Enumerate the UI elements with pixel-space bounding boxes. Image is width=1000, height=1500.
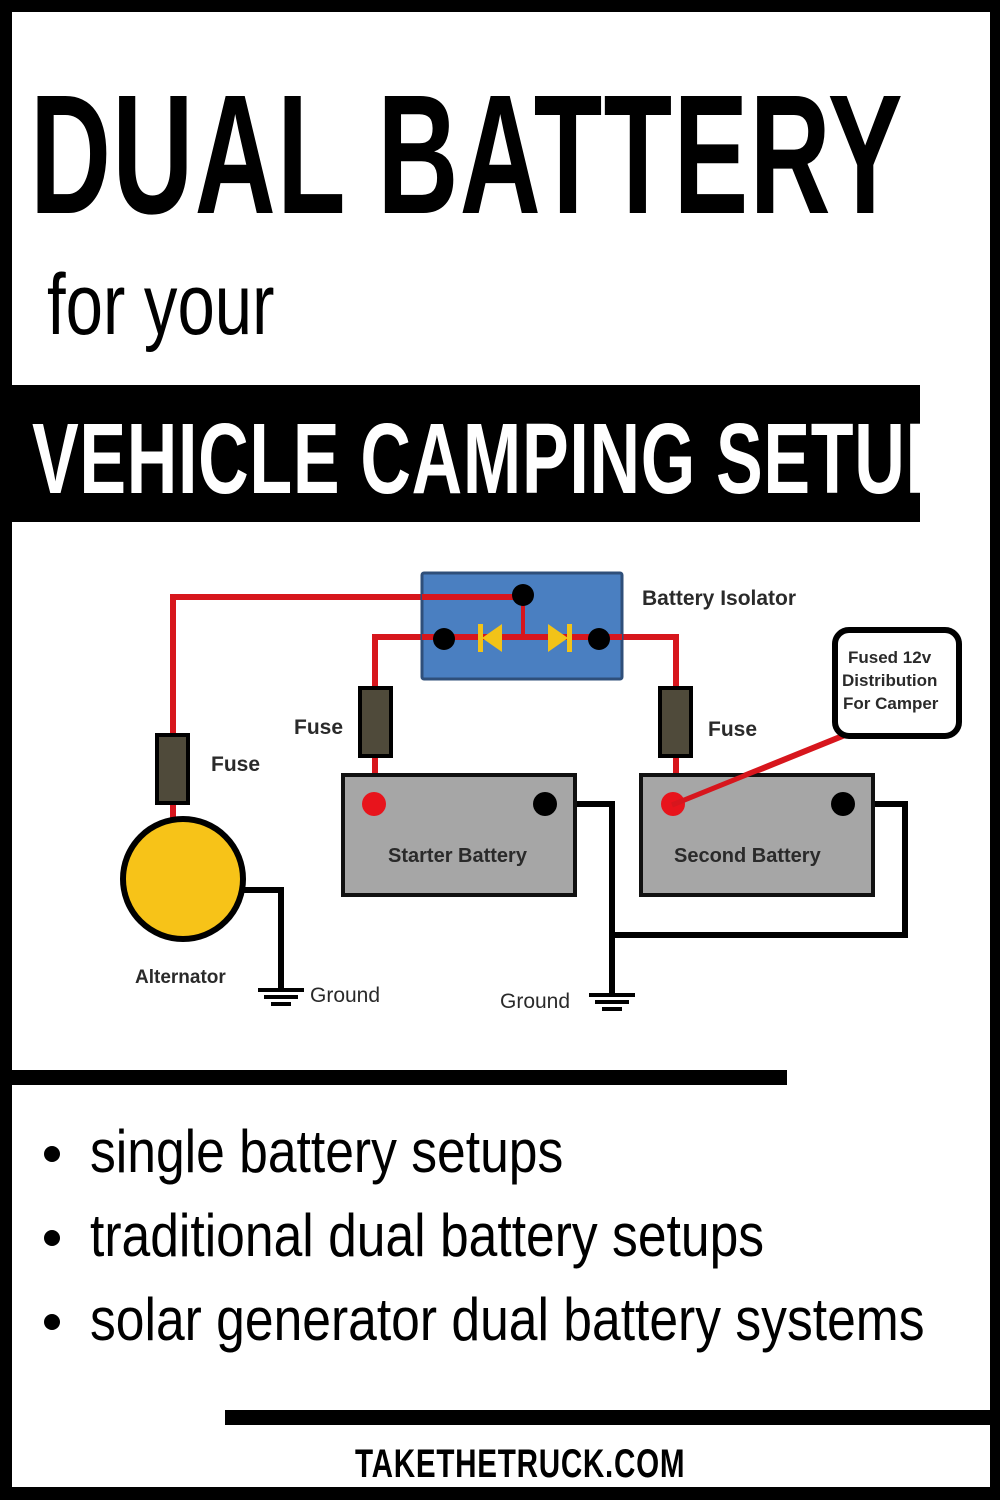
alternator-ground-wire xyxy=(240,887,284,990)
alternator-to-isolator-wire xyxy=(170,594,523,740)
diode-right-icon xyxy=(548,624,568,652)
distribution-wire-top xyxy=(671,732,846,808)
alternator-icon xyxy=(120,816,246,942)
ground-left-icon xyxy=(258,988,304,1006)
isolator-right-terminal xyxy=(588,628,610,650)
second-battery-label: Second Battery xyxy=(674,845,822,867)
list-item-text: solar generator dual battery systems xyxy=(90,1286,925,1353)
starter-negative-terminal xyxy=(533,792,557,816)
diode-left-icon xyxy=(482,624,502,652)
fuse-right-label: Fuse xyxy=(708,718,757,741)
isolator-to-second-wire xyxy=(600,634,679,690)
ground-left-label: Ground xyxy=(310,984,380,1007)
alternator-label: Alternator xyxy=(135,967,226,988)
page-subtitle: for your xyxy=(47,257,275,353)
ground-right-label: Ground xyxy=(500,990,570,1013)
starter-battery-label: Starter Battery xyxy=(388,845,528,867)
bullet-icon xyxy=(44,1146,60,1162)
title-banner: VEHICLE CAMPING SETUP xyxy=(12,385,952,522)
page-title: DUAL BATTERY xyxy=(30,60,904,250)
fuse-right-icon xyxy=(658,686,693,758)
footer-divider xyxy=(225,1410,1000,1425)
second-negative-terminal xyxy=(831,792,855,816)
diode-left-bar xyxy=(478,624,483,652)
list-item-text: single battery setups xyxy=(90,1118,564,1185)
distribution-label-line3: For Camper xyxy=(843,694,939,713)
diode-right-bar xyxy=(567,624,572,652)
bullet-icon xyxy=(44,1230,60,1246)
fuse-middle-label: Fuse xyxy=(294,716,343,739)
section-divider xyxy=(12,1070,787,1085)
distribution-label-line2: Distribution xyxy=(842,671,937,690)
fuse-left-icon xyxy=(155,733,190,805)
bullet-icon xyxy=(44,1314,60,1330)
site-url[interactable]: TAKETHETRUCK.COM xyxy=(355,1442,686,1486)
fuse-left-label: Fuse xyxy=(211,753,260,776)
wiring-diagram: Battery Isolator Fuse Fuse Fuse Starter … xyxy=(120,571,962,1013)
list-item-text: traditional dual battery setups xyxy=(90,1202,765,1269)
starter-positive-terminal xyxy=(362,792,386,816)
distribution-label-line1: Fused 12v xyxy=(848,648,932,667)
banner-text: VEHICLE CAMPING SETUP xyxy=(32,403,953,515)
isolator-label: Battery Isolator xyxy=(642,587,796,610)
distribution-box xyxy=(832,627,962,739)
isolator-input-terminal xyxy=(512,584,534,606)
fuse-middle-icon xyxy=(358,686,393,758)
isolator-left-terminal xyxy=(433,628,455,650)
ground-right-icon xyxy=(589,993,635,1011)
